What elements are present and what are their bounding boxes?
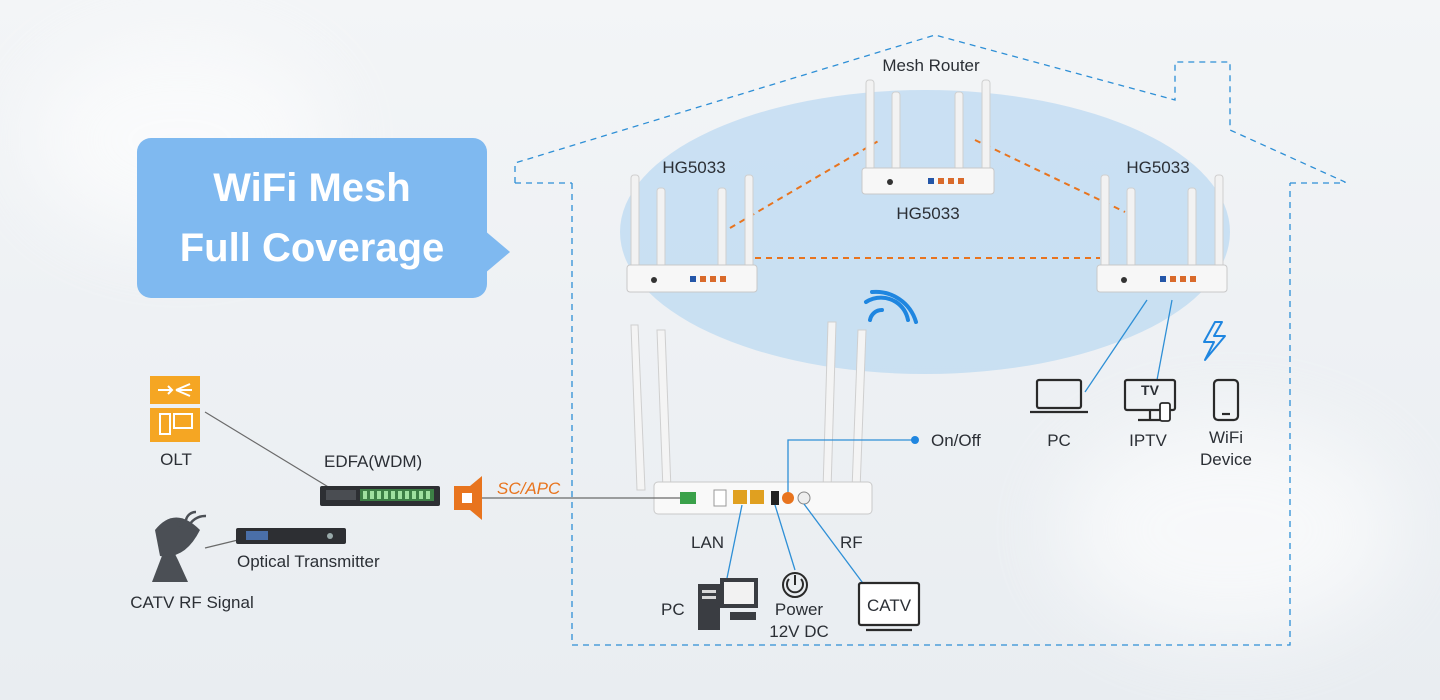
client-pc-label: PC — [1047, 431, 1071, 450]
mesh-router-right-model: HG5033 — [1126, 158, 1190, 177]
olt-label: OLT — [160, 450, 192, 469]
house-outline — [514, 34, 1346, 183]
background-glow — [1060, 420, 1400, 640]
laptop-icon — [1030, 378, 1088, 414]
wifi-icon — [864, 289, 918, 324]
mesh-router-left-model: HG5033 — [662, 158, 726, 177]
wifi-coverage-area — [620, 90, 1230, 374]
optical-transmitter-label: Optical Transmitter — [237, 552, 380, 571]
sc-apc-label: SC/APC — [497, 479, 561, 498]
catv-transmitter-line — [204, 539, 239, 549]
olt-edfa-line — [204, 411, 331, 489]
mesh-link — [974, 139, 1126, 213]
power-line — [774, 504, 796, 571]
mesh-link — [729, 139, 881, 229]
rf-label: RF — [840, 533, 863, 552]
sc-apc-connector-icon — [454, 476, 482, 520]
ont-router — [630, 321, 873, 515]
catv-label: CATV — [866, 596, 912, 615]
catv-tv-icon — [857, 581, 921, 632]
mesh-router-left — [626, 174, 758, 293]
power-voltage-label: 12V DC — [769, 622, 829, 641]
on-off-dot — [911, 436, 919, 444]
phone-icon — [1212, 378, 1240, 422]
headline-line-1: WiFi Mesh — [213, 166, 411, 210]
house-walls — [571, 183, 1291, 646]
wifi-device-label: WiFi — [1209, 428, 1243, 447]
headline-callout: WiFi Mesh Full Coverage — [137, 138, 487, 298]
mesh-router-right — [1096, 174, 1228, 293]
tv-icon — [1123, 378, 1177, 422]
olt-icon — [150, 376, 200, 442]
on-off-line — [787, 439, 915, 492]
wireless-signal-icon — [1203, 321, 1226, 361]
on-off-label: On/Off — [931, 431, 981, 450]
edfa-label: EDFA(WDM) — [324, 452, 423, 471]
iptv-link-line — [1156, 299, 1173, 381]
lan-label: LAN — [691, 533, 725, 552]
tv-icon-text: TV — [1141, 382, 1159, 398]
catv-rf-signal-label: CATV RF Signal — [130, 593, 254, 612]
satellite-dish-icon — [152, 510, 207, 582]
mesh-router-title: Mesh Router — [882, 56, 980, 75]
power-icon — [782, 572, 808, 598]
callout-pointer — [484, 230, 510, 274]
lan-line — [725, 504, 743, 584]
optical-transmitter-device — [236, 528, 346, 544]
mesh-router-top — [861, 79, 995, 195]
pc-link-line — [1084, 299, 1148, 393]
mesh-router-top-model: HG5033 — [896, 204, 960, 223]
wifi-device-label-line2: Device — [1200, 450, 1252, 469]
edfa-device — [320, 486, 440, 506]
rf-line — [803, 503, 869, 591]
desktop-pc-icon — [698, 578, 758, 630]
headline-line-2: Full Coverage — [179, 226, 445, 270]
power-label: Power — [774, 600, 824, 619]
client-iptv-label: IPTV — [1129, 431, 1167, 450]
pc-label: PC — [661, 600, 685, 619]
